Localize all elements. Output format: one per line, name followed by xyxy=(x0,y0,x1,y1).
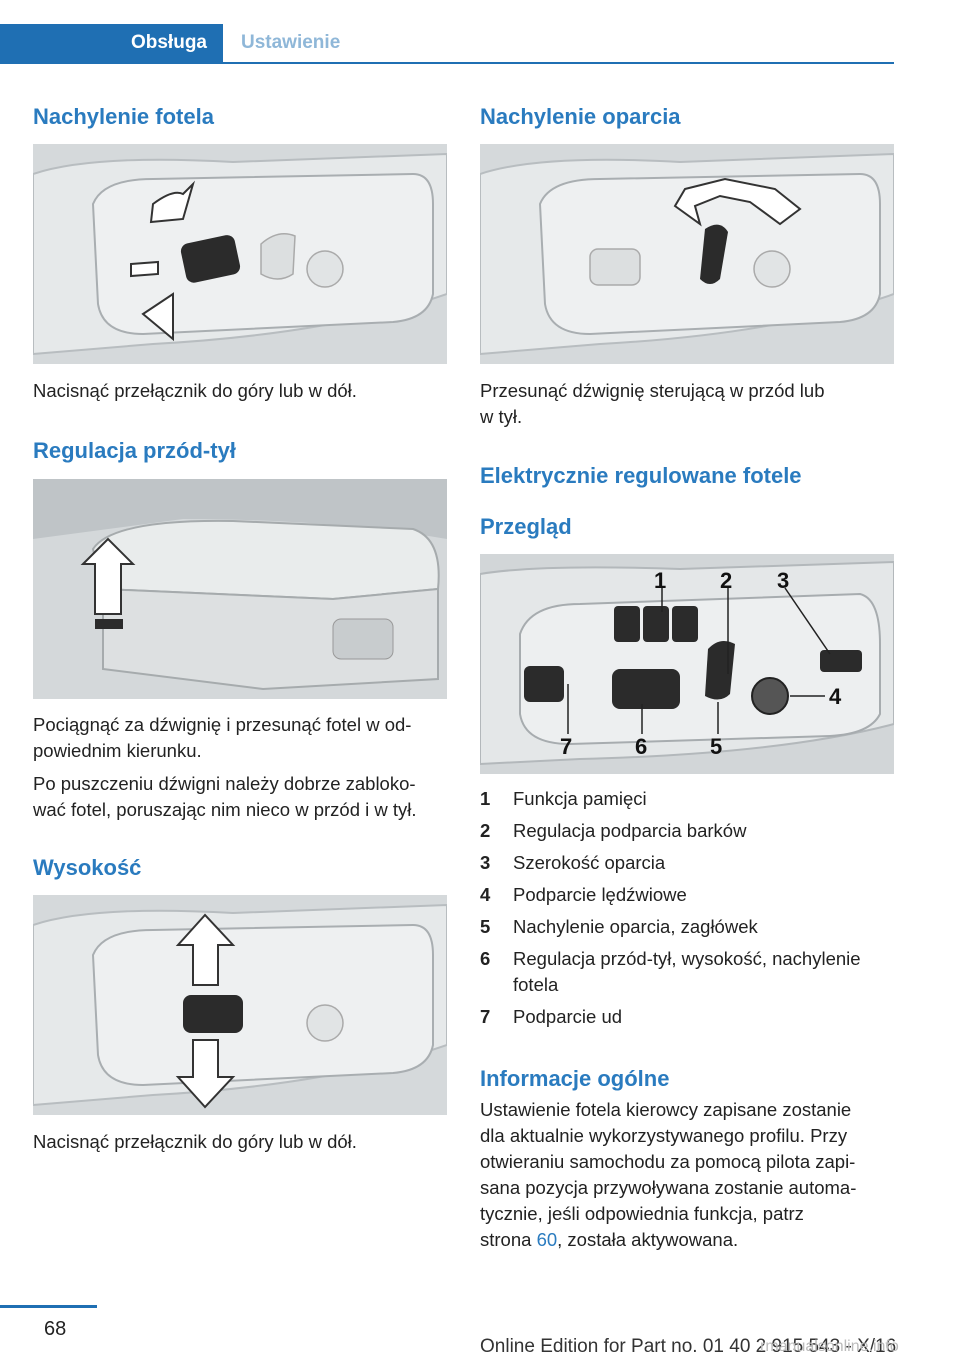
height-illustration xyxy=(33,895,447,1115)
callout-5: 5 xyxy=(710,734,722,759)
section-subtitle-overview: Przegląd xyxy=(480,514,572,539)
section-title-height: Wysokość xyxy=(33,855,142,880)
callout-1: 1 xyxy=(654,568,666,593)
seat-controls-overview-illustration: 1 2 3 4 5 6 7 xyxy=(480,554,894,774)
callout-2: 2 xyxy=(720,568,732,593)
fore-aft-text-1: Pociągnąć za dźwignię i przesunąć fotel … xyxy=(33,714,412,761)
section-title-fore-aft: Regulacja przód-tył xyxy=(33,438,236,463)
page-reference-link[interactable]: 60 xyxy=(536,1229,558,1250)
callout-6: 6 xyxy=(635,734,647,759)
edition-note: Online Edition for Part no. 01 40 2 915 … xyxy=(480,1336,897,1357)
seat-tilt-text: Nacisnąć przełącznik do góry lub w dół. xyxy=(33,380,357,401)
backrest-tilt-text: Przesunąć dźwignię sterującą w przód lub… xyxy=(480,380,825,427)
footer-accent-line xyxy=(0,1305,97,1308)
height-text: Nacisnąć przełącznik do góry lub w dół. xyxy=(33,1131,357,1152)
section-title-backrest-tilt: Nachylenie oparcia xyxy=(480,104,681,129)
header-tabs: Obsługa Ustawienie xyxy=(0,24,894,64)
callout-4: 4 xyxy=(829,684,842,709)
section-title-general-info: Informacje ogólne xyxy=(480,1066,670,1091)
section-title-electric-seats: Elektrycznie regulowane fotele xyxy=(480,463,802,488)
tab-ustawienie[interactable]: Ustawienie xyxy=(241,32,341,53)
page-number: 68 xyxy=(44,1318,67,1340)
backrest-tilt-illustration xyxy=(480,144,894,364)
seat-tilt-illustration xyxy=(33,144,447,364)
fore-aft-text-2: Po puszczeniu dźwigni należy dobrze zabl… xyxy=(33,773,417,820)
tab-obsluga[interactable]: Obsługa xyxy=(0,24,223,62)
watermark: rmanualsonline.info xyxy=(760,1338,899,1355)
fore-aft-illustration xyxy=(33,479,447,699)
callout-3: 3 xyxy=(777,568,789,593)
section-title-seat-tilt: Nachylenie fotela xyxy=(33,104,214,129)
general-info-text: Ustawienie fotela kierowcy zapisane zost… xyxy=(480,1099,857,1250)
callout-7: 7 xyxy=(560,734,572,759)
